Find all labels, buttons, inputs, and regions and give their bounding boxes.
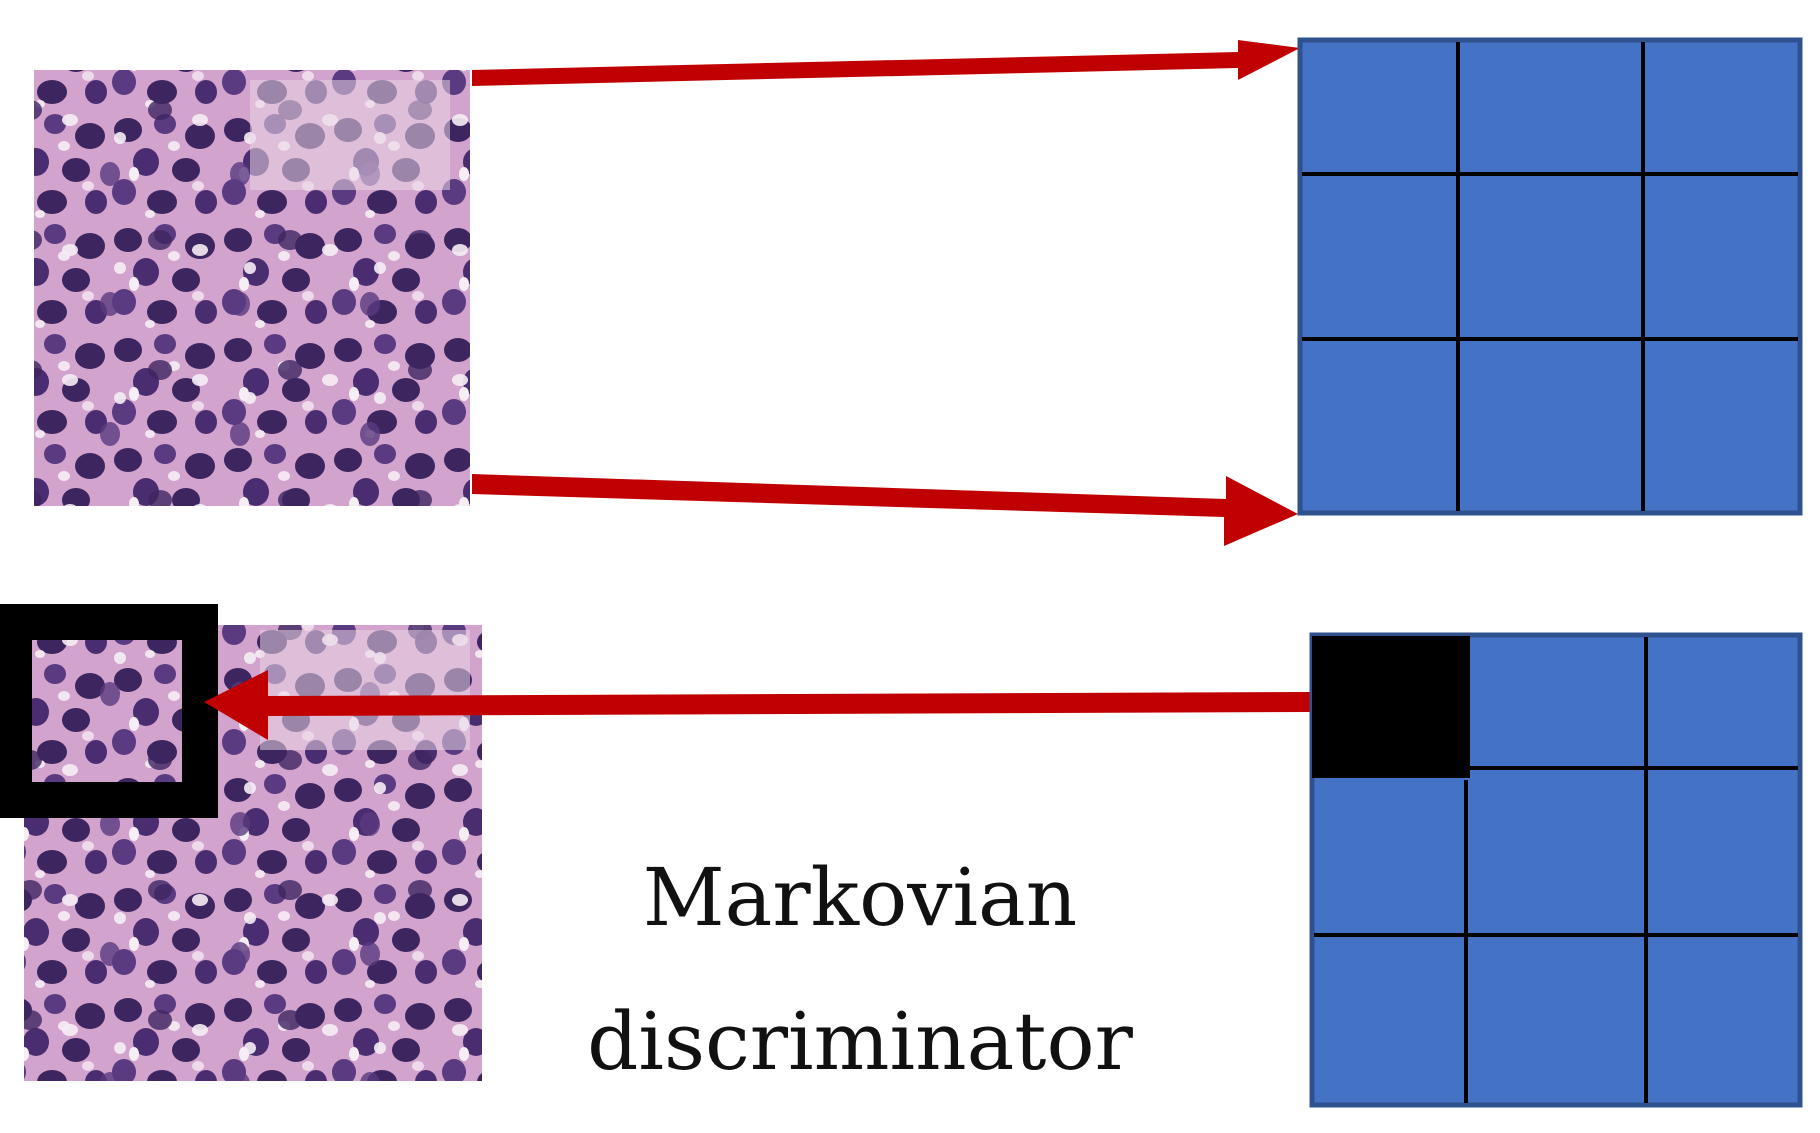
caption-markovian: Markovian: [642, 851, 1078, 944]
top-histology-image: [34, 70, 470, 506]
caption-discriminator: discriminator: [587, 995, 1133, 1088]
receptive-field-box: [0, 604, 218, 818]
bottom-arrow: [204, 670, 1312, 740]
top-lower-arrow: [472, 474, 1298, 546]
top-output-grid: [1297, 37, 1803, 516]
bottom-output-grid: [1309, 632, 1803, 1108]
top-upper-arrow: [472, 40, 1300, 86]
highlighted-cell: [1312, 636, 1470, 778]
